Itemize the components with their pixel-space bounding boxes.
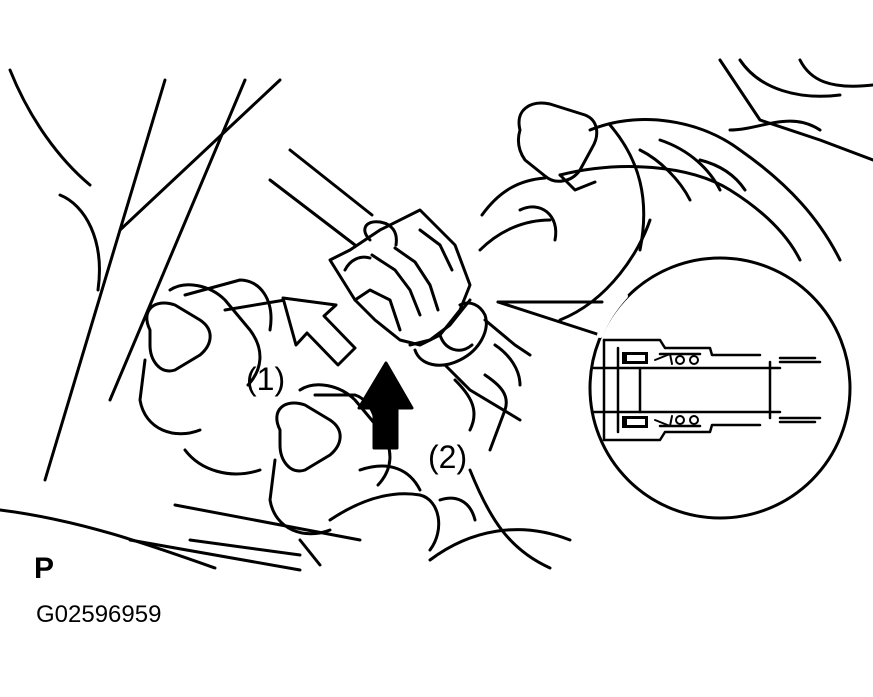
push-arrow-solid	[357, 361, 414, 450]
quick-connector	[328, 208, 488, 367]
view-marker: P	[34, 552, 54, 585]
callout-pointer	[496, 300, 604, 337]
fuel-line	[268, 148, 532, 422]
step-2-label: (2)	[428, 439, 467, 475]
figure-id: G02596959	[36, 601, 161, 628]
detail-inset	[588, 256, 852, 520]
lower-pipe	[453, 343, 522, 452]
engine-background	[0, 58, 873, 572]
direction-arrow-outline	[281, 296, 357, 367]
step-1-label: (1)	[246, 361, 285, 397]
upper-hose	[478, 101, 842, 262]
